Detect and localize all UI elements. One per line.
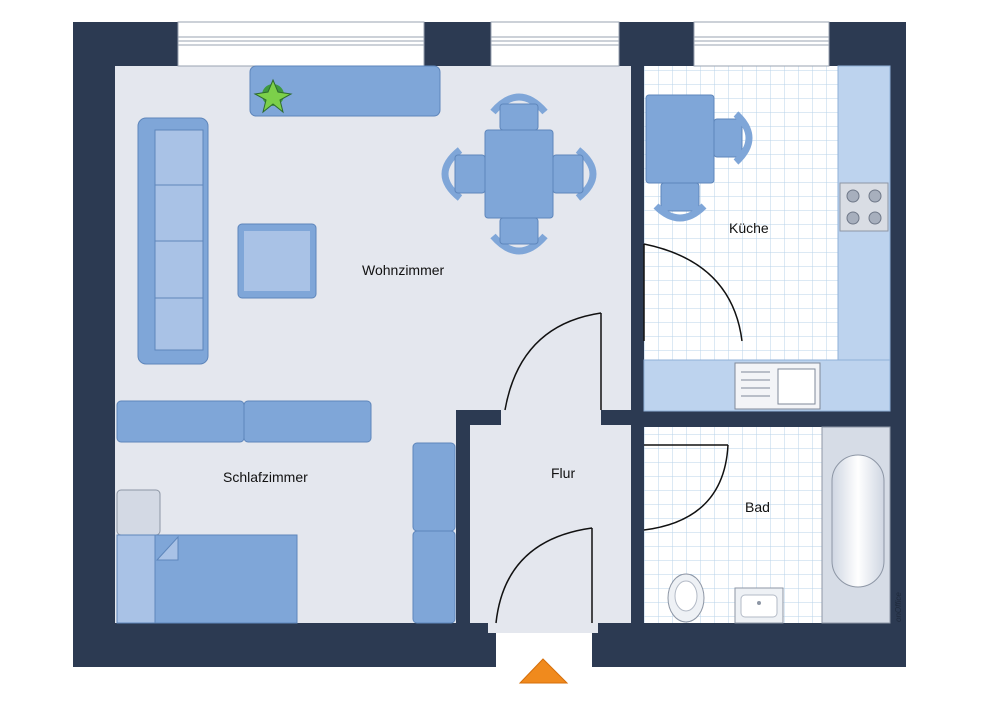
bathtub-icon: [821, 426, 891, 624]
door-kitchen: [643, 243, 743, 342]
wardrobe: [116, 400, 372, 443]
wall-hall-bath: [631, 427, 644, 445]
bed: [116, 534, 298, 624]
toilet-icon: [667, 573, 705, 623]
plant-icon: [253, 78, 293, 114]
sideboard: [249, 65, 441, 117]
wall-hall-bath-lower: [631, 530, 644, 623]
window-living-left: [177, 21, 425, 67]
door-living-hall: [504, 312, 602, 411]
room-label-kitchen: Küche: [729, 220, 769, 236]
brand-logo: onOffice: [894, 592, 903, 622]
window-kitchen: [693, 21, 830, 67]
chair: [441, 93, 597, 255]
kitchen-table: [645, 94, 753, 222]
wall-kitchen-living-lower: [631, 341, 644, 411]
room-label-bedroom: Schlafzimmer: [223, 469, 308, 485]
entrance-arrow-icon: [518, 658, 569, 684]
door-bath: [643, 444, 729, 531]
wall-hall-stub-right: [601, 410, 631, 425]
wall-kitchen-living: [631, 66, 644, 244]
room-label-living: Wohnzimmer: [362, 262, 445, 278]
sink-icon: [734, 362, 821, 410]
coffee-table: [237, 223, 317, 299]
sofa: [137, 117, 209, 365]
room-label-hall: Flur: [551, 465, 575, 481]
wall-bedroom-hall: [456, 410, 470, 623]
nightstand: [116, 489, 161, 536]
window-living-right: [490, 21, 620, 67]
door-entrance: [495, 527, 593, 624]
wall-kitchen-bath: [631, 411, 906, 427]
room-label-bath: Bad: [745, 499, 770, 515]
dining-table: [441, 93, 597, 255]
stove-icon: [839, 182, 889, 232]
dresser: [412, 442, 456, 624]
hall-floor: [470, 425, 631, 623]
entrance-threshold: [488, 623, 598, 633]
wall-hall-stub: [456, 410, 501, 425]
washbasin-icon: [734, 587, 784, 624]
